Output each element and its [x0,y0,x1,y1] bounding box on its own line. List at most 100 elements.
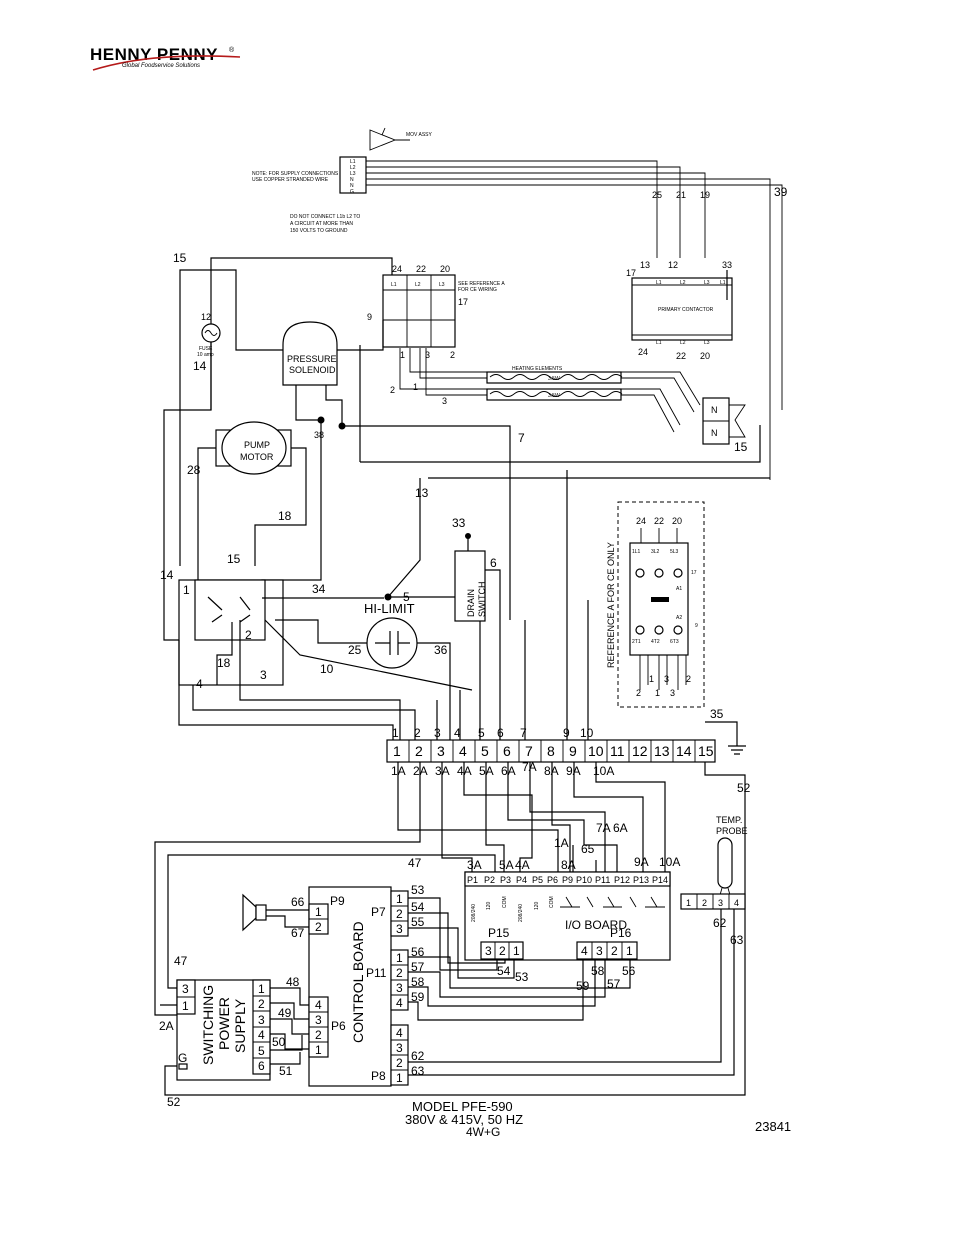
title-block: MODEL PFE-590 380V & 415V, 50 HZ 4W+G 23… [405,1099,791,1139]
supply-term-g: G [350,189,354,195]
ref-a-out-1b: 1 [655,688,660,698]
contactor-top-aux: L1 [720,280,726,286]
speaker-body [255,904,267,921]
wire-65: 65 [581,842,595,856]
wire-4-switch: 4 [196,677,203,691]
ref-a-wire-17: 17 [691,570,697,576]
strip-out-10a: 10A [593,764,614,778]
wire-21: 21 [676,190,686,200]
neutral-terminals: N N 15 [702,397,748,454]
relay-out-2: 2 [450,350,455,360]
p6-pin-3: 3 [315,1013,322,1027]
wire-47: 47 [408,856,422,870]
relay-wire-22: 22 [416,264,426,274]
ref-a-indicator [651,597,669,602]
supply-feed-wires [366,160,783,480]
probe-term-2: 2 [702,898,707,908]
voltage-note-3: 150 VOLTS TO GROUND [290,228,348,234]
wire-14-side: 14 [160,568,174,582]
p16-pin-3: 3 [596,944,603,958]
wire-25: 25 [652,190,662,200]
terminal-15: 15 [698,743,714,759]
wire-51: 51 [279,1064,293,1078]
p9-pin-1: 1 [315,905,322,919]
relay-wire-9: 9 [367,312,372,322]
logo-reg: ® [229,46,235,54]
wire-18: 18 [278,509,292,523]
p16-label: P16 [610,926,632,940]
io-pin-p3: P3 [500,875,511,885]
wire-59: 59 [411,990,425,1004]
strip-out-8a: 8A [544,764,559,778]
p7-dividers [391,905,408,922]
probe-wires [407,909,735,1076]
wire-9a: 9A [634,855,649,869]
p6-pin-2: 2 [315,1028,322,1042]
ref-a-screw-6 [673,625,683,635]
terminal-8: 8 [547,743,555,759]
terminal-strip: 1 2 3 4 5 6 7 8 9 10 11 12 13 14 15 1 2 … [164,470,751,1109]
p11-pin-2: 2 [396,966,403,980]
fuse-label-1: FUSE [199,346,213,352]
contactor-wire-12: 12 [668,260,678,270]
wire-8a: 8A [561,858,576,872]
p15-pin-3: 3 [485,944,492,958]
io-pins: P1 P2 P3 P4 P5 P6 P9 P10 P11 P12 P13 P14 [467,875,668,885]
terminal-strip-body [386,739,716,763]
model-voltage: 380V & 415V, 50 HZ [405,1112,523,1127]
terminal-1: 1 [393,743,401,759]
terminal-9: 9 [569,743,577,759]
wire-2-switch: 2 [245,628,252,642]
wire-47-psu: 47 [174,954,188,968]
wire-7: 7 [518,431,525,445]
ref-a-out-2b: 2 [686,674,691,684]
relay-l2: L2 [415,282,421,288]
contactor-out-24: 24 [638,347,648,357]
ref-a-screw-4 [635,625,645,635]
neutral-term-1: N [711,405,718,415]
wire-66: 66 [291,895,305,909]
psu-output-dividers [253,995,270,1059]
terminal-14: 14 [676,743,692,759]
contactor-wire-13: 13 [640,260,650,270]
io-pin-p14: P14 [652,875,668,885]
contactor-bottom-l3: L3 [704,340,710,346]
strip-in-10: 10 [580,726,594,740]
fuse-wire-14: 14 [193,359,207,373]
relay-l3: L3 [439,282,445,288]
wire-10a: 10A [659,855,680,869]
heating-coils [489,374,623,397]
drain-switch-lead [485,569,501,740]
wire-1-switch: 1 [183,583,190,597]
switch-poles [207,596,251,623]
terminal-2: 2 [415,743,423,759]
p11-pin-3: 3 [396,981,403,995]
io-pin-p4: P4 [516,875,527,885]
psu-out-pin-1: 1 [258,982,265,996]
wire-33: 33 [452,516,466,530]
wire-52-bottom: 52 [167,1095,181,1109]
ref-a-screw-2 [654,568,664,578]
supply-term-l1: L1 [350,159,356,165]
io-rating-3: COM [502,896,508,908]
pressure-solenoid-body [282,321,338,386]
wire-2a-psu: 2A [159,1019,174,1033]
io-relay-contacts [560,896,665,908]
contactor-wire-17: 17 [626,268,636,278]
neutral-term-2: N [711,428,718,438]
pump-motor-body [221,421,287,475]
wire-58: 58 [411,975,425,989]
voltage-note-1: DO NOT CONNECT L1b L2 TO [290,214,360,220]
ref-a-screw-5 [654,625,664,635]
contactor-top-l1: L1 [656,280,662,286]
wire-63: 63 [730,933,744,947]
ref-a-top-20: 20 [672,516,682,526]
supply-term-n2: N [350,183,354,189]
wire-53-io: 53 [515,970,529,984]
heating-element-2 [486,388,622,401]
logo-brand: HENNY PENNY [90,45,218,64]
wire-50: 50 [272,1035,286,1049]
control-board-label: CONTROL BOARD [350,921,366,1043]
element-lead-2: 2 [390,385,395,395]
ref-a-screw-3 [673,568,683,578]
